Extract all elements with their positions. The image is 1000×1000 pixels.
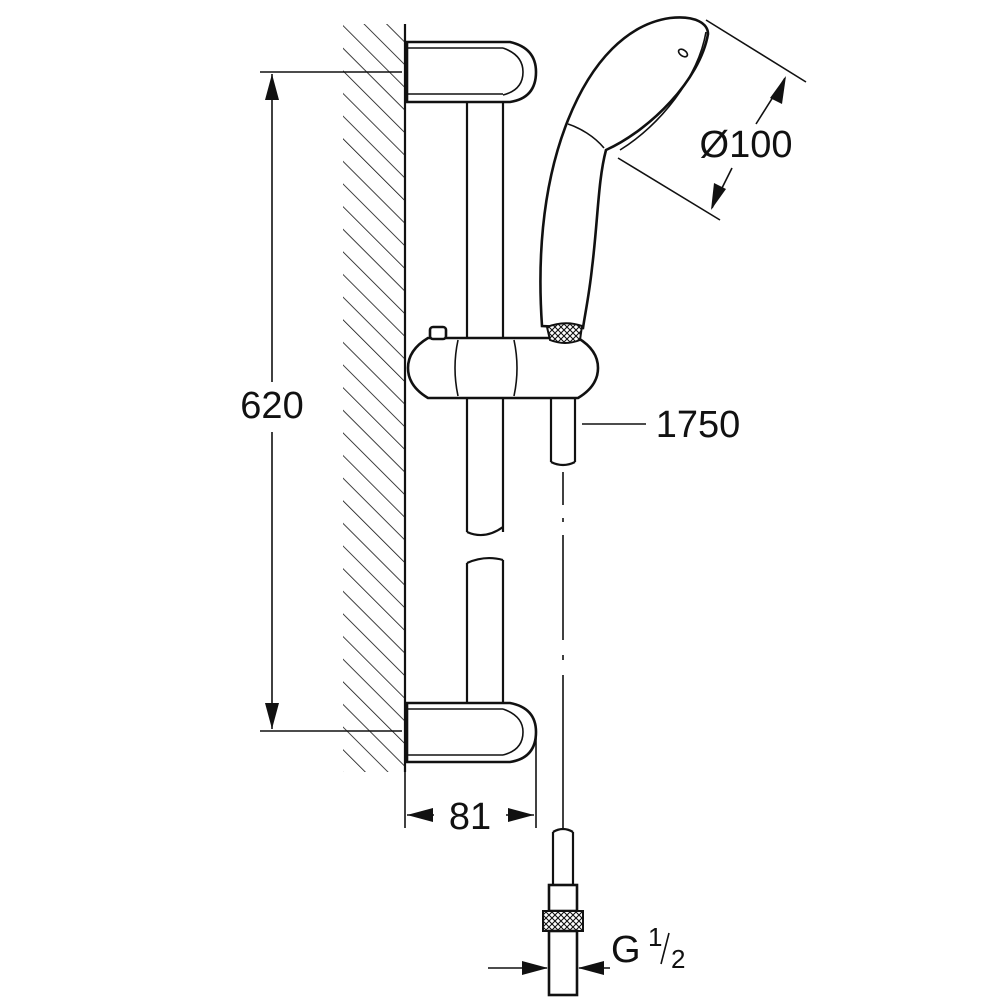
shower-hose [542,398,584,997]
thread-numerator-label: 1 [648,922,662,952]
dimension-620-label: 620 [240,385,303,427]
dimension-diameter-label: Ø100 [700,124,793,166]
thread-prefix-label: G [611,929,641,971]
dimension-hose-length: 1750 [582,404,740,446]
wall-hatching [343,24,407,772]
dimension-620: 620 [240,71,402,732]
rail-bar [465,100,505,705]
top-wall-bracket [405,40,538,104]
dimension-81-label: 81 [449,796,491,838]
hand-shower [539,16,710,344]
dimension-81: 81 [404,735,537,838]
thread-denominator-label: 2 [671,944,685,974]
dimension-diameter: Ø100 [617,19,807,221]
dimension-hose-length-label: 1750 [656,404,741,446]
sliding-holder [406,325,600,400]
bottom-wall-bracket [405,701,538,764]
dimension-thread: G 1 2 [488,922,685,975]
